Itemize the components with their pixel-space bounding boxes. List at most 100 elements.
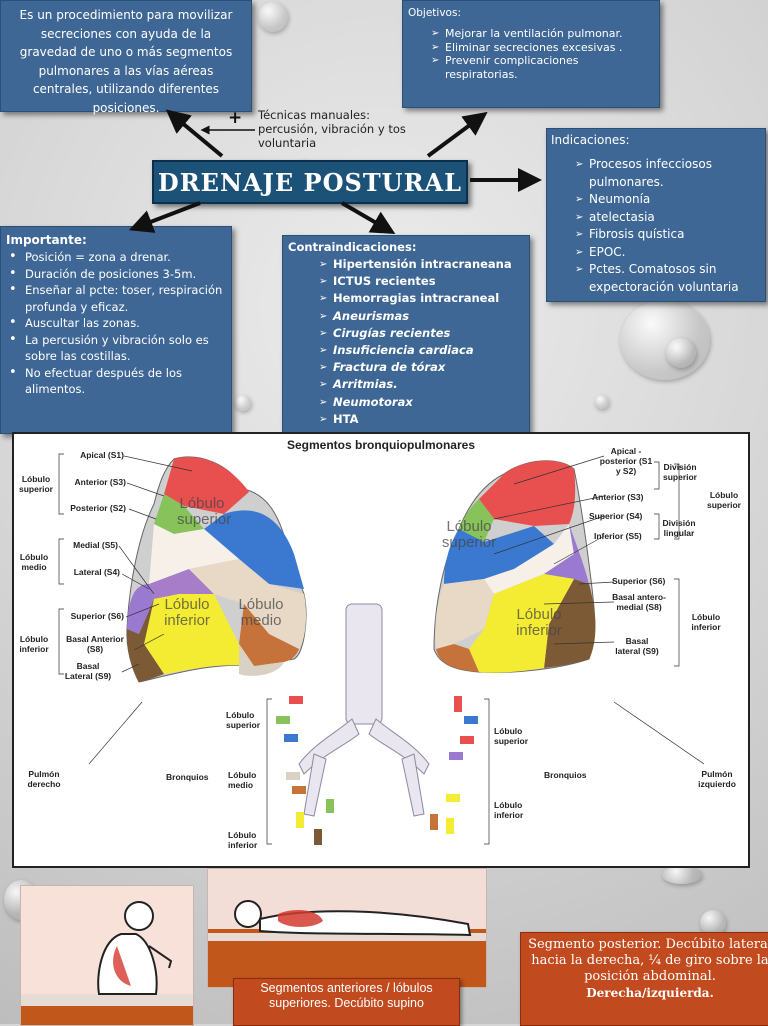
objectives-box: Objetivos: Mejorar la ventilación pulmon… — [402, 0, 660, 108]
label-right-lung: Pulmón derecho — [27, 769, 61, 789]
lobe-label: Lóbulo superior — [177, 495, 232, 528]
arrow-to-contraindications — [340, 201, 396, 235]
decor-drop — [700, 910, 726, 936]
label-division-lingular: División lingular — [662, 518, 696, 538]
decor-drop — [595, 395, 609, 409]
arrow-to-definition — [165, 109, 224, 158]
lobe-label: Lóbulo superior — [441, 518, 497, 551]
techniques-text: Técnicas manuales: percusión, vibración … — [258, 108, 406, 150]
techniques-note: Técnicas manuales: percusión, vibración … — [258, 108, 408, 150]
left-lung — [433, 460, 596, 673]
list-item: Hipertensión intracraneana — [319, 256, 525, 273]
label-posterior-s2: Posterior (S2) — [70, 503, 126, 513]
label-superior-s6: Superior (S6) — [70, 611, 124, 621]
list-item: Cirugías recientes — [319, 325, 525, 342]
list-item: Fractura de tórax — [319, 359, 525, 376]
indications-box: Indicaciones: Procesos infecciosos pulmo… — [546, 128, 766, 302]
diagram-title: Segmentos bronquiopulmonares — [286, 438, 475, 452]
list-item: Eliminar secreciones excesivas . — [431, 41, 651, 55]
list-item: Arritmias. — [319, 376, 525, 393]
list-item: ICTUS recientes — [319, 273, 525, 290]
title-box: DRENAJE POSTURAL — [152, 160, 468, 204]
label-bronchi-l-sup: Lóbulo superior — [226, 710, 261, 730]
arrow-to-objectives — [426, 111, 488, 158]
label-bronchi-l-med: Lóbulo medio — [228, 770, 257, 790]
caption-anterior-text: Segmentos anteriores / lóbulos superiore… — [260, 981, 433, 1010]
label-apical-posterior: Apical - posterior (S1 y S2) — [599, 446, 653, 476]
caption-posterior-text: Segmento posterior. Decúbito lateral hac… — [528, 937, 768, 984]
right-lung — [126, 456, 307, 683]
label-group-inferior-left: Lóbulo inferior — [691, 612, 721, 632]
list-item: No efectuar después de los alimentos. — [9, 365, 225, 398]
label-anterior-s3: Anterior (S3) — [592, 492, 644, 502]
label-lateral-s4: Lateral (S4) — [73, 567, 120, 577]
objectives-heading: Objetivos: — [408, 7, 461, 19]
sitting-figure — [21, 901, 193, 1025]
list-item: Auscultar las zonas. — [9, 315, 225, 332]
list-item: EPOC. — [575, 244, 757, 262]
list-item: Neumotorax — [319, 394, 525, 411]
lobe-label: Lóbulo inferior — [164, 596, 210, 629]
list-item: Pctes. Comatosos sin expectoración volun… — [575, 261, 757, 296]
list-item: Duración de posiciones 3-5m. — [9, 266, 225, 283]
bronchial-tree — [298, 603, 430, 817]
caption-posterior: Segmento posterior. Decúbito lateral hac… — [520, 932, 768, 1026]
decor-drop — [235, 395, 251, 411]
mindmap-arrows — [128, 109, 542, 235]
list-item: Aneurismas — [319, 308, 525, 325]
list-item: La percusión y vibración solo es sobre l… — [9, 332, 225, 365]
objectives-list: Mejorar la ventilación pulmonar. Elimina… — [403, 19, 659, 81]
label-apical-s1: Apical (S1) — [80, 450, 124, 460]
label-group-medio: Lóbulo medio — [19, 552, 49, 572]
lobe-label: Lóbulo inferior — [516, 606, 562, 639]
definition-box: Es un procedimiento para movilizar secre… — [0, 0, 252, 115]
page-title: DRENAJE POSTURAL — [157, 167, 463, 197]
label-group-superior: Lóbulo superior — [18, 474, 53, 494]
lung-segments-diagram: Segmentos bronquiopulmonares — [12, 432, 750, 868]
label-group-inferior: Lóbulo inferior — [19, 634, 49, 654]
caption-anterior: Segmentos anteriores / lóbulos superiore… — [233, 978, 460, 1026]
label-basal-anterior-s8: Basal Anterior (S8) — [66, 634, 124, 654]
lobe-label: Lóbulo medio — [238, 596, 284, 629]
decor-drop — [666, 338, 696, 368]
label-superior-s4: Superior (S4) — [589, 511, 643, 521]
label-bronchi-l: Bronquios — [166, 772, 209, 782]
important-box: Importante: Posición = zona a drenar. Du… — [0, 226, 232, 434]
label-division-superior: División superior — [662, 462, 697, 482]
supine-figure — [208, 900, 486, 987]
decor-drop — [258, 2, 288, 32]
label-basal-lateral-s9: Basal Lateral (S9) — [64, 661, 112, 681]
plus-sign: + — [228, 108, 243, 128]
label-bronchi-l-inf: Lóbulo inferior — [228, 830, 258, 850]
contraindications-heading: Contraindicaciones: — [288, 240, 417, 254]
label-left-lung: Pulmón izquierdo — [698, 769, 736, 789]
important-heading: Importante: — [6, 233, 87, 247]
list-item: Hemorragias intracraneal — [319, 290, 525, 307]
label-superior-s6: Superior (S6) — [612, 576, 666, 586]
list-item: atelectasia — [575, 209, 757, 227]
label-medial-s5: Medial (S5) — [73, 540, 118, 550]
decor-drop — [662, 866, 702, 884]
lung-illustration — [58, 453, 705, 845]
label-basal-lateral-s9: Basal lateral (S9) — [615, 636, 659, 656]
label-group-superior-left: Lóbulo superior — [706, 490, 741, 510]
label-bronchi-r-inf: Lóbulo inferior — [494, 800, 524, 820]
list-item: Posición = zona a drenar. — [9, 249, 225, 266]
arrow-to-important — [128, 201, 201, 233]
caption-posterior-side: Derecha/izquierda. — [586, 986, 714, 1000]
definition-text: Es un procedimiento para movilizar secre… — [19, 8, 233, 115]
important-list: Posición = zona a drenar. Duración de po… — [1, 247, 231, 398]
list-item: Mejorar la ventilación pulmonar. — [431, 27, 651, 41]
label-bronchi-r: Bronquios — [544, 770, 587, 780]
label-anterior-s3: Anterior (S3) — [74, 477, 126, 487]
contraindications-list: Hipertensión intracraneana ICTUS recient… — [283, 254, 529, 428]
bronchi-tips — [276, 696, 478, 845]
list-item: Insuficiencia cardiaca — [319, 342, 525, 359]
leader-lines — [58, 453, 705, 845]
label-bronchi-r-sup: Lóbulo superior — [494, 726, 529, 746]
label-basal-antero-medial: Basal antero-medial (S8) — [612, 592, 666, 612]
list-item: HTA — [319, 411, 525, 428]
decor-drop — [620, 300, 710, 380]
list-item: Neumonía — [575, 191, 757, 209]
list-item: Prevenir complicaciones respiratorias. — [431, 54, 651, 81]
